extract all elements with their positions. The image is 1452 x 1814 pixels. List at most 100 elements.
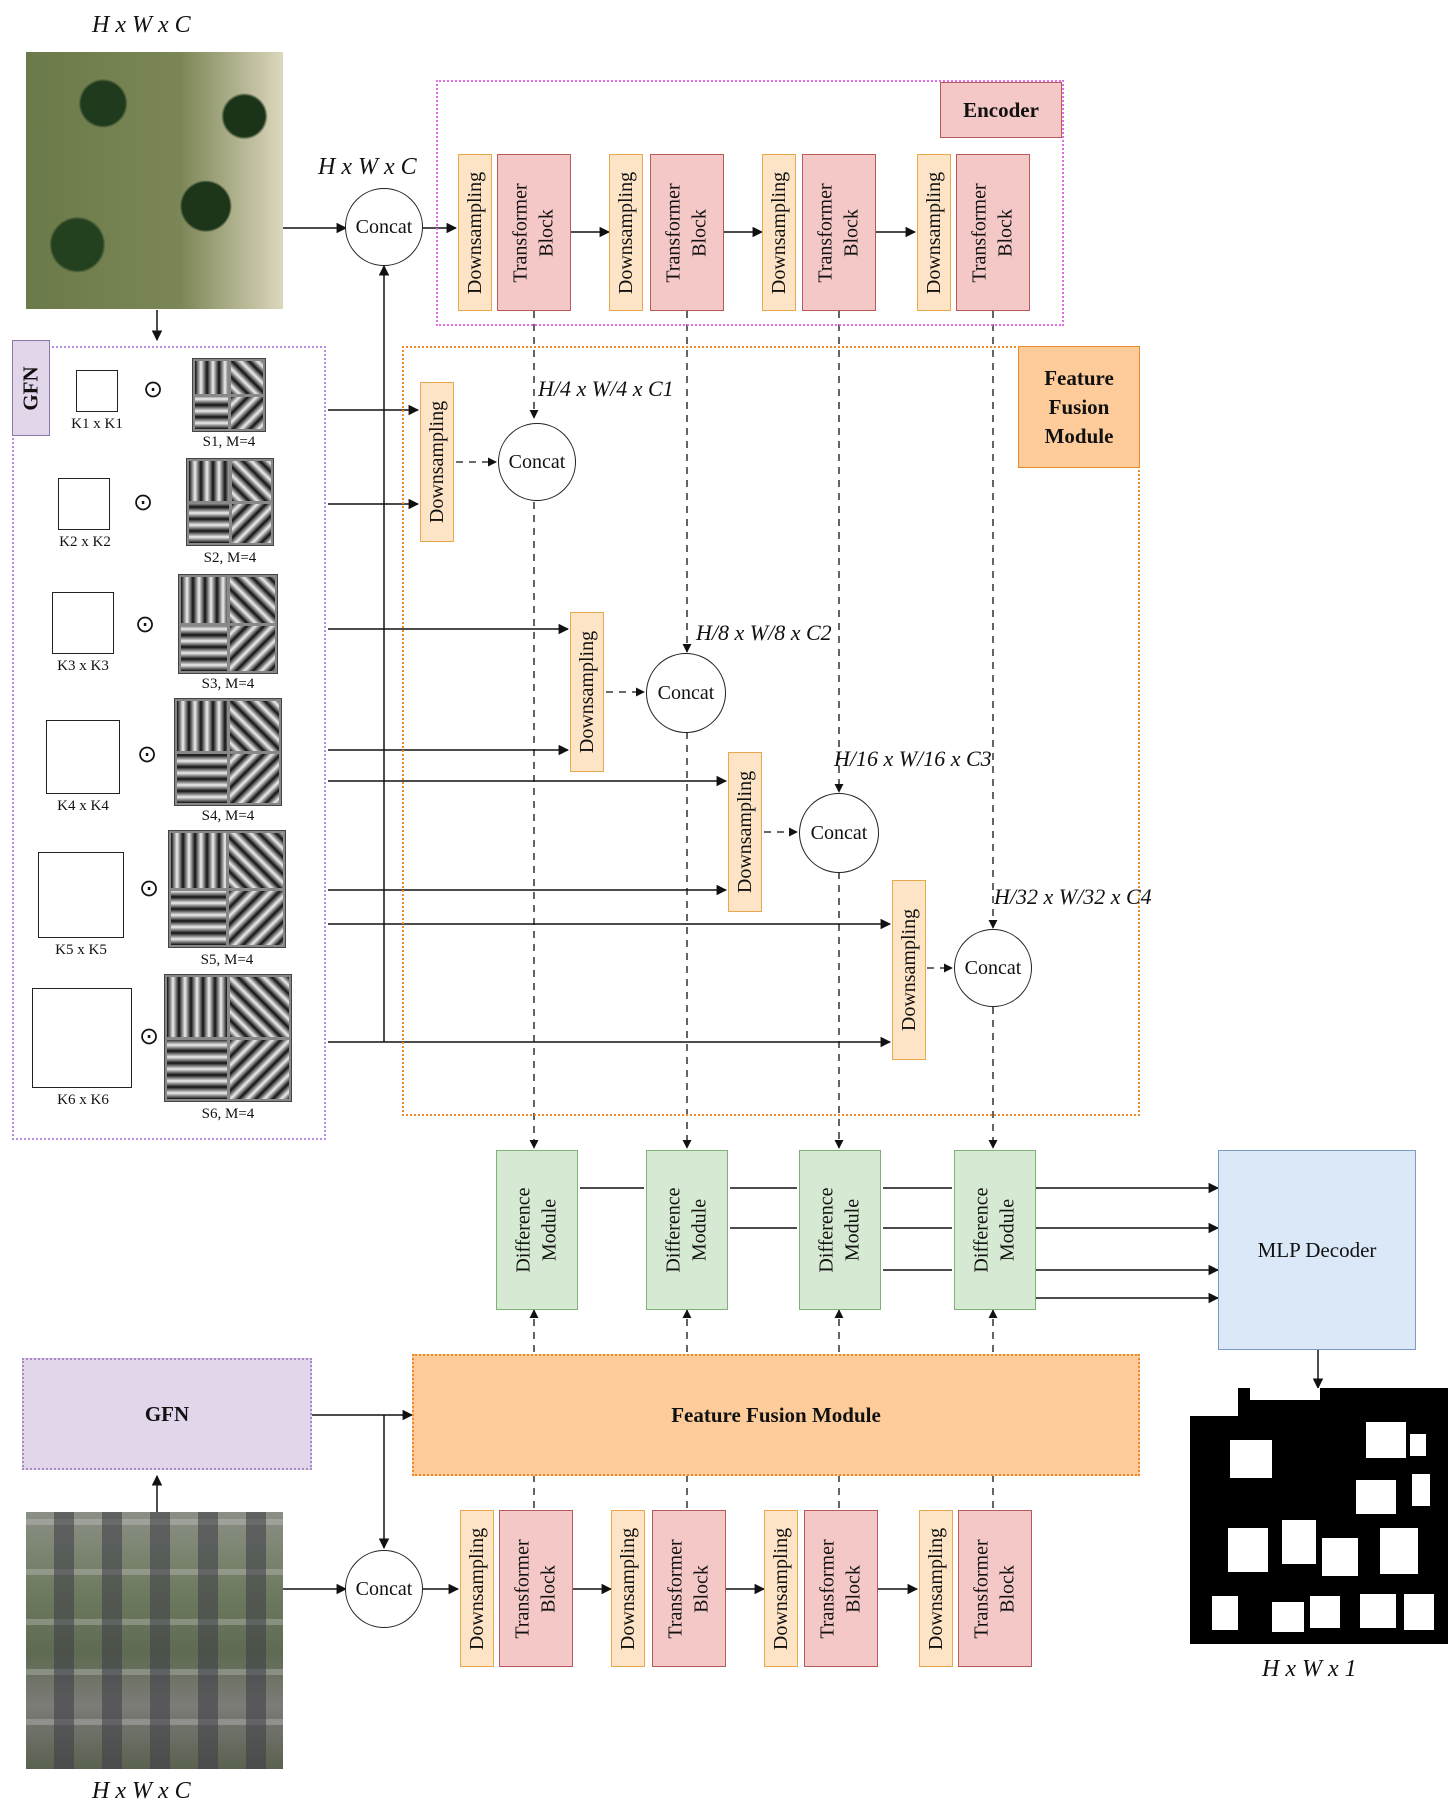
transformer-block-label: Transformer Block bbox=[512, 1538, 560, 1639]
hadamard-icon-3: ⊙ bbox=[134, 612, 156, 638]
downsampling-label: Downsampling bbox=[615, 171, 637, 294]
hadamard-icon-5: ⊙ bbox=[138, 876, 160, 902]
kernel-square-4 bbox=[46, 720, 120, 794]
top-input-concat-node: Concat bbox=[345, 188, 423, 266]
gabor-filter-bank-3 bbox=[178, 574, 278, 674]
difference-module-2: Difference Module bbox=[646, 1150, 728, 1310]
scale-label-3: S3, M=4 bbox=[201, 676, 255, 692]
difference-module-1: Difference Module bbox=[496, 1150, 578, 1310]
difference-module-label: Difference Module bbox=[816, 1187, 865, 1273]
encoder-downsampling-1: Downsampling bbox=[458, 154, 492, 311]
downsampling-label: Downsampling bbox=[923, 171, 945, 294]
gabor-filter-bank-5 bbox=[168, 830, 286, 948]
encoder-transformer-block-1: Transformer Block bbox=[497, 154, 571, 311]
encoder-downsampling-4: Downsampling bbox=[917, 154, 951, 311]
difference-module-label: Difference Module bbox=[971, 1187, 1020, 1273]
kernel-square-3 bbox=[52, 592, 114, 654]
transformer-block-label: Transformer Block bbox=[510, 182, 558, 283]
gfn-vertical-label: GFN bbox=[18, 365, 43, 411]
gabor-filter-bank-1 bbox=[192, 358, 266, 432]
bottom-downsampling-3: Downsampling bbox=[764, 1510, 798, 1667]
stage1-dim-label: H/4 x W/4 x C1 bbox=[538, 376, 674, 401]
transformer-block-label: Transformer Block bbox=[971, 1538, 1019, 1639]
concat-input-dim-label: H x W x C bbox=[318, 154, 417, 180]
gabor-filter-bank-6 bbox=[164, 974, 292, 1102]
stage2-dim-label: H/8 x W/8 x C2 bbox=[696, 620, 832, 645]
ffm-concat-1: Concat bbox=[498, 423, 576, 501]
ffm-downsampling-4: Downsampling bbox=[892, 880, 926, 1060]
bottom-downsampling-1: Downsampling bbox=[460, 1510, 494, 1667]
scale-label-4: S4, M=4 bbox=[201, 808, 255, 824]
bottom-transformer-block-4: Transformer Block bbox=[958, 1510, 1032, 1667]
encoder-transformer-block-4: Transformer Block bbox=[956, 154, 1030, 311]
bottom-transformer-block-3: Transformer Block bbox=[804, 1510, 878, 1667]
stage4-dim-label: H/32 x W/32 x C4 bbox=[994, 884, 1152, 909]
kernel-label-5: K5 x K5 bbox=[55, 942, 107, 958]
top-input-dim-label: H x W x C bbox=[92, 12, 191, 38]
encoder-transformer-block-2: Transformer Block bbox=[650, 154, 724, 311]
downsampling-label: Downsampling bbox=[426, 400, 448, 524]
feature-fusion-region bbox=[402, 346, 1140, 1116]
bottom-downsampling-2: Downsampling bbox=[611, 1510, 645, 1667]
kernel-label-2: K2 x K2 bbox=[59, 534, 111, 550]
hadamard-icon-6: ⊙ bbox=[138, 1024, 160, 1050]
stage3-dim-label: H/16 x W/16 x C3 bbox=[834, 746, 992, 771]
encoder-transformer-block-3: Transformer Block bbox=[802, 154, 876, 311]
downsampling-label: Downsampling bbox=[466, 1527, 488, 1650]
downsampling-label: Downsampling bbox=[768, 171, 790, 294]
gabor-filter-bank-2 bbox=[186, 458, 274, 546]
downsampling-label: Downsampling bbox=[770, 1527, 792, 1650]
output-dim-label: H x W x 1 bbox=[1262, 1656, 1357, 1682]
bottom-downsampling-4: Downsampling bbox=[919, 1510, 953, 1667]
mlp-decoder: MLP Decoder bbox=[1218, 1150, 1416, 1350]
ffm-downsampling-3: Downsampling bbox=[728, 752, 762, 912]
downsampling-label: Downsampling bbox=[617, 1527, 639, 1650]
bottom-input-dim-label: H x W x C bbox=[92, 1778, 191, 1804]
transformer-block-label: Transformer Block bbox=[815, 182, 863, 283]
downsampling-label: Downsampling bbox=[464, 171, 486, 294]
scale-label-6: S6, M=4 bbox=[201, 1106, 255, 1122]
ffm-label: Feature Fusion Module bbox=[1018, 346, 1140, 468]
ffm-downsampling-1: Downsampling bbox=[420, 382, 454, 542]
gfn-vertical-label-box: GFN bbox=[12, 340, 50, 436]
hadamard-icon-1: ⊙ bbox=[142, 377, 164, 403]
change-map-output bbox=[1190, 1388, 1448, 1644]
difference-module-label: Difference Module bbox=[663, 1187, 712, 1273]
transformer-block-label: Transformer Block bbox=[969, 182, 1017, 283]
difference-module-3: Difference Module bbox=[799, 1150, 881, 1310]
downsampling-label: Downsampling bbox=[576, 630, 598, 754]
hadamard-icon-4: ⊙ bbox=[136, 742, 158, 768]
transformer-block-label: Transformer Block bbox=[663, 182, 711, 283]
transformer-block-label: Transformer Block bbox=[817, 1538, 865, 1639]
kernel-label-6: K6 x K6 bbox=[57, 1092, 109, 1108]
ffm-downsampling-2: Downsampling bbox=[570, 612, 604, 772]
kernel-square-5 bbox=[38, 852, 124, 938]
hadamard-icon-2: ⊙ bbox=[132, 490, 154, 516]
encoder-label: Encoder bbox=[940, 82, 1062, 138]
scale-label-2: S2, M=4 bbox=[203, 550, 257, 566]
encoder-downsampling-2: Downsampling bbox=[609, 154, 643, 311]
bottom-transformer-block-1: Transformer Block bbox=[499, 1510, 573, 1667]
gabor-filter-bank-4 bbox=[174, 698, 282, 806]
ffm-concat-4: Concat bbox=[954, 929, 1032, 1007]
kernel-square-2 bbox=[58, 478, 110, 530]
kernel-square-6 bbox=[32, 988, 132, 1088]
downsampling-label: Downsampling bbox=[734, 770, 756, 894]
bottom-input-concat-node: Concat bbox=[345, 1550, 423, 1628]
downsampling-label: Downsampling bbox=[898, 908, 920, 1032]
post-change-satellite-image bbox=[26, 1512, 283, 1769]
gfn-bottom: GFN bbox=[22, 1358, 312, 1470]
kernel-label-4: K4 x K4 bbox=[57, 798, 109, 814]
transformer-block-label: Transformer Block bbox=[665, 1538, 713, 1639]
difference-module-4: Difference Module bbox=[954, 1150, 1036, 1310]
encoder-region bbox=[436, 80, 1064, 326]
downsampling-label: Downsampling bbox=[925, 1527, 947, 1650]
difference-module-label: Difference Module bbox=[513, 1187, 562, 1273]
kernel-label-1: K1 x K1 bbox=[71, 416, 123, 432]
scale-label-5: S5, M=4 bbox=[200, 952, 254, 968]
bottom-transformer-block-2: Transformer Block bbox=[652, 1510, 726, 1667]
kernel-square-1 bbox=[76, 370, 118, 412]
scale-label-1: S1, M=4 bbox=[202, 434, 256, 450]
